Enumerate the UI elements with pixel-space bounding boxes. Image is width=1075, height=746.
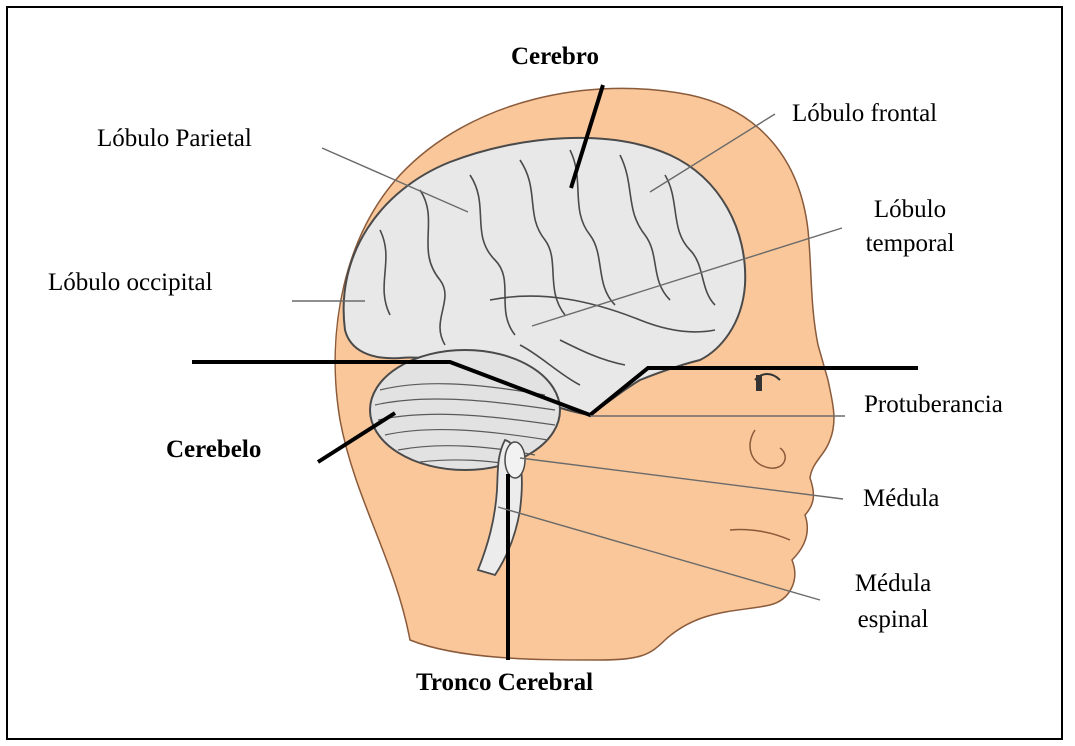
label-medula-espinal-line1: Médula (838, 569, 948, 599)
label-lobulo-occipital: Lóbulo occipital (48, 268, 213, 298)
label-lobulo-temporal: Lóbulo temporal (856, 195, 964, 259)
label-lobulo-frontal: Lóbulo frontal (792, 99, 937, 129)
label-medula: Médula (863, 484, 939, 514)
label-cerebro: Cerebro (511, 42, 599, 72)
label-medula-espinal-line2: espinal (838, 605, 948, 635)
label-protuberancia: Protuberancia (864, 390, 1003, 420)
eye-pupil (756, 375, 762, 391)
label-lobulo-temporal-line1: Lóbulo (856, 195, 964, 225)
medulla-shape (505, 442, 525, 478)
label-lobulo-parietal: Lóbulo Parietal (97, 124, 252, 154)
label-medula-espinal: Médula espinal (838, 569, 948, 635)
label-lobulo-temporal-line2: temporal (856, 229, 964, 259)
label-tronco-cerebral: Tronco Cerebral (416, 668, 593, 698)
label-cerebelo: Cerebelo (166, 435, 261, 465)
